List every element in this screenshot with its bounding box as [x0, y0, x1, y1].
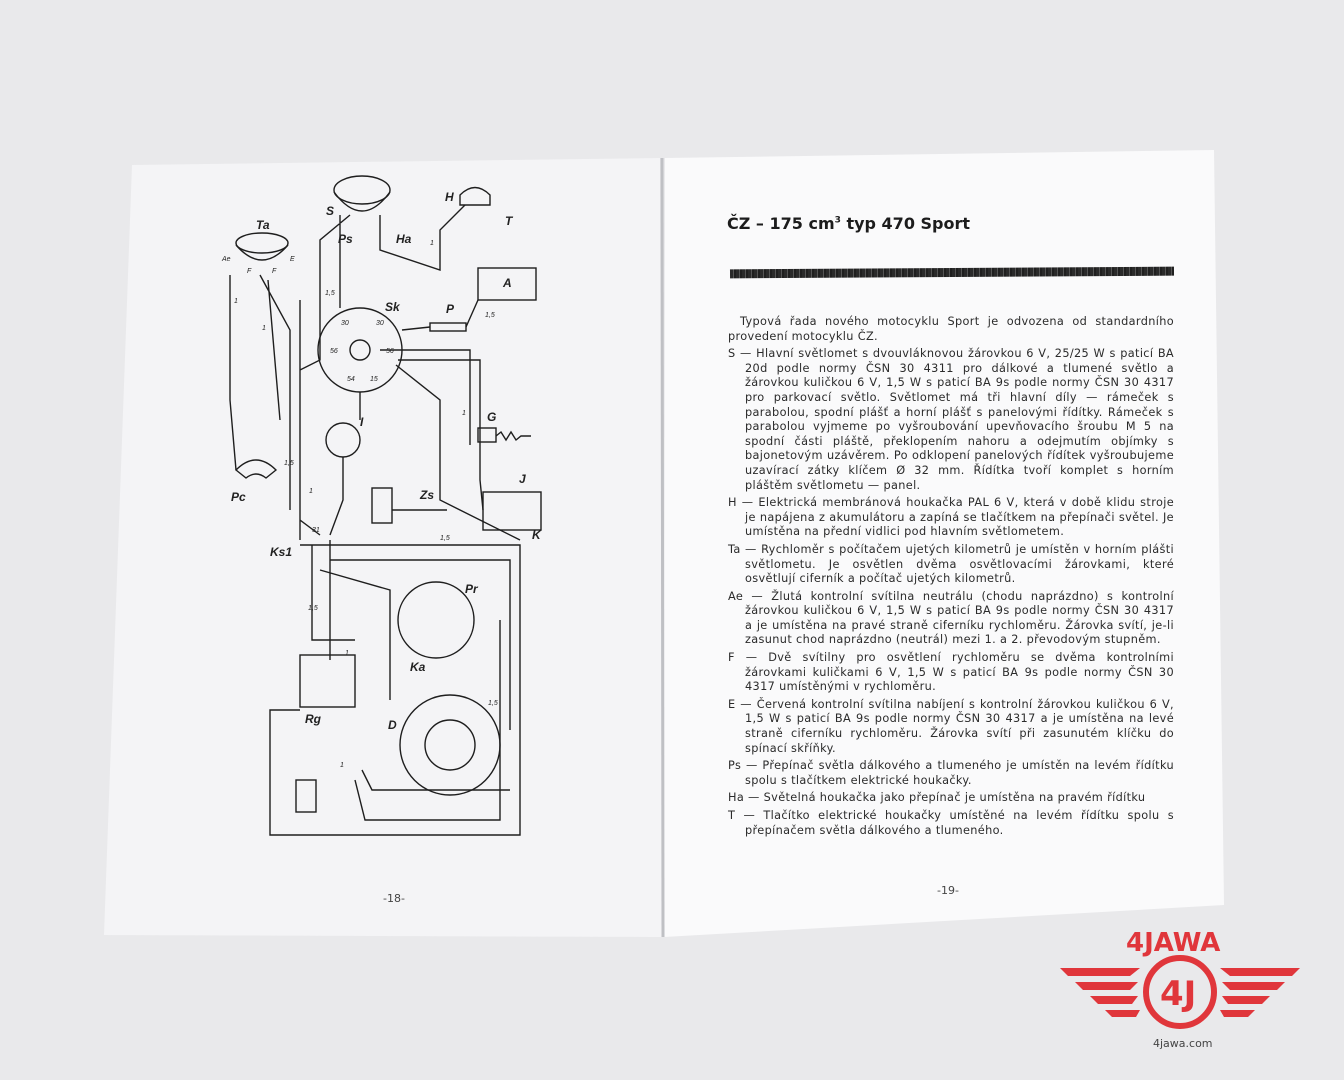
- logo-wings: 4J: [1060, 955, 1300, 1029]
- wire-label: 1,5: [284, 460, 294, 467]
- page-number-right: -19-: [937, 884, 959, 897]
- label-t: T: [505, 214, 513, 228]
- terminal-label: 54: [347, 376, 355, 383]
- wire-label: 1: [234, 298, 238, 305]
- right-page: [664, 150, 1224, 937]
- label-ps: Ps: [338, 232, 353, 246]
- logo-wordmark: 4JAWA: [1126, 928, 1221, 958]
- label-f2: F: [272, 268, 277, 275]
- label-h: H: [445, 190, 454, 204]
- terminal-label: 31: [312, 527, 320, 534]
- label-zs: Zs: [420, 488, 435, 502]
- body-text: Typová řada nového motocyklu Sport je od…: [728, 315, 1174, 841]
- legend-entry-e: E — Červená kontrolní svítilna nabíjení …: [728, 697, 1174, 755]
- label-j: J: [519, 472, 526, 486]
- label-ae: Ae: [222, 256, 231, 263]
- legend-entry-ha: Ha — Světelná houkačka jako přepínač je …: [728, 791, 1146, 805]
- label-e: E: [290, 256, 295, 263]
- label-d: D: [388, 718, 397, 732]
- page-title: ČZ – 175 cm3 typ 470 Sport: [727, 214, 970, 233]
- label-rg: Rg: [305, 712, 321, 726]
- label-ta: Ta: [256, 218, 270, 232]
- book-spine: [660, 157, 665, 938]
- legend-entry-t: T — Tlačítko elektrické houkačky umístěn…: [728, 809, 1174, 837]
- terminal-label: 30: [376, 320, 384, 327]
- title-text-rest: typ 470 Sport: [840, 214, 971, 233]
- wire-label: 1: [262, 325, 266, 332]
- legend-entry-s: S — Hlavní světlomet s dvouvláknovou žár…: [728, 347, 1174, 492]
- wire-label: 1: [340, 762, 344, 769]
- label-p: P: [446, 302, 455, 316]
- label-k: K: [532, 528, 541, 542]
- legend-entry-h: H — Elektrická membránová houkačka PAL 6…: [728, 496, 1174, 539]
- legend-entry-ae: Ae — Žlutá kontrolní svítilna neutrálu (…: [728, 589, 1174, 647]
- wire-label: 1,5: [485, 312, 495, 319]
- legend-entry-ps: Ps — Přepínač světla dálkového a tlumené…: [728, 759, 1174, 787]
- label-f1: F: [247, 268, 252, 275]
- svg-text:4J: 4J: [1160, 974, 1196, 1014]
- wire-label: 1,5: [488, 700, 498, 707]
- terminal-label: 56: [330, 348, 338, 355]
- terminal-label: 15: [370, 376, 378, 383]
- title-superscript: 3: [834, 215, 841, 226]
- terminal-label: 30: [341, 320, 349, 327]
- wire-label: 1,5: [308, 605, 318, 612]
- wire-label: 1: [309, 488, 313, 495]
- wire-label: 1: [462, 410, 466, 417]
- label-pc: Pc: [231, 490, 246, 504]
- logo-url: 4jawa.com: [1153, 1037, 1213, 1050]
- wire-label: 1: [345, 650, 349, 657]
- page-number-left: -18-: [383, 892, 405, 905]
- wiring-diagram: [229, 175, 542, 836]
- legend-entry-f: F — Dvě svítilny pro osvětlení rychloměr…: [728, 651, 1174, 694]
- label-ks1: Ks1: [270, 545, 293, 559]
- label-sk: Sk: [385, 300, 400, 314]
- terminal-label: 56: [386, 348, 394, 355]
- wire-label: 1,5: [440, 535, 450, 542]
- label-s: S: [326, 204, 335, 218]
- wire-label: 1: [430, 240, 434, 247]
- intro-paragraph: Typová řada nového motocyklu Sport je od…: [728, 315, 1174, 343]
- label-a: A: [503, 276, 512, 290]
- legend-entry-ta: Ta — Rychloměr s počítačem ujetých kilom…: [728, 542, 1174, 586]
- label-ha: Ha: [396, 232, 412, 246]
- label-i: I: [360, 415, 364, 429]
- title-text: ČZ – 175 cm: [727, 214, 835, 233]
- label-pr: Pr: [465, 582, 478, 596]
- label-ka: Ka: [410, 660, 426, 674]
- label-g: G: [487, 410, 497, 424]
- left-page: [104, 158, 662, 937]
- wire-label: 1,5: [325, 290, 335, 297]
